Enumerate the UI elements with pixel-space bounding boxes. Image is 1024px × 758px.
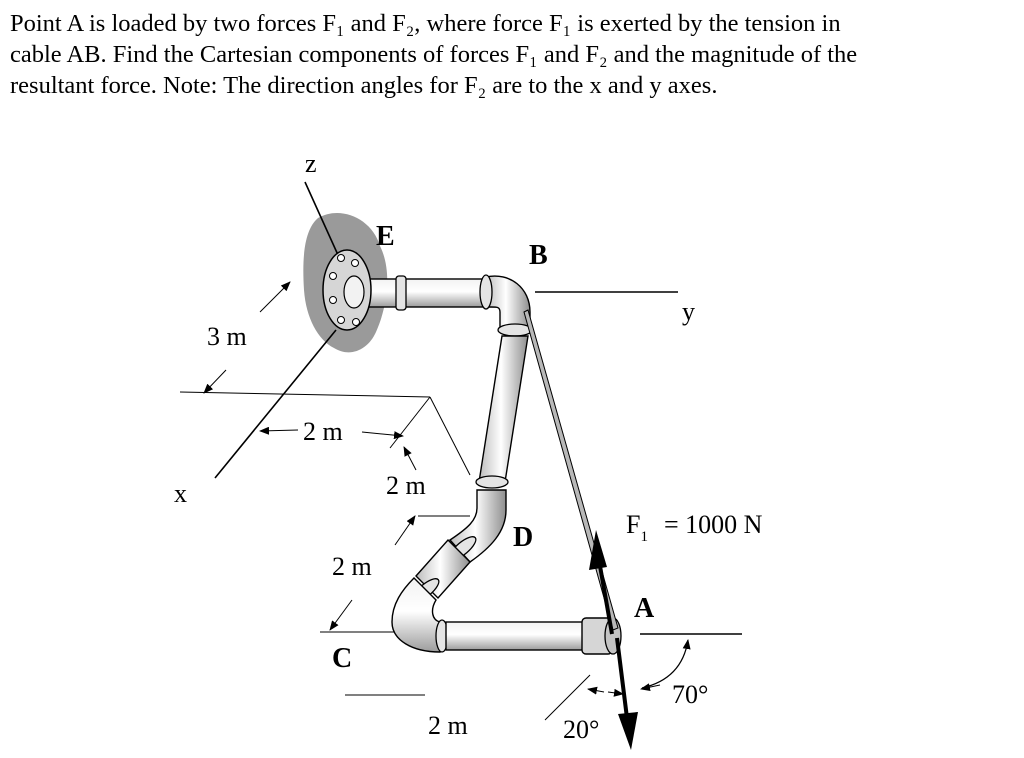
flange-bolt-1 [337,254,345,262]
dim-2m-bottom-line [544,674,591,721]
dim-3m-bottom [203,369,227,394]
point-a-label: A [634,593,655,624]
angle-70-tail [640,683,661,692]
force-f1-value: = 1000 N [664,510,763,539]
ref-line-2 [389,396,431,449]
point-b-label: B [529,240,548,271]
dim-2m-c-arrow [329,599,353,631]
problem-line-1: Point A is loaded by two forces F₁ and F… [10,10,841,37]
pipe-coupling-eb [395,275,407,311]
elbow-b [485,275,531,331]
force-f2-shaft [615,637,629,719]
dim-2m-c-label: 2 m [332,552,372,581]
force-f1-symbol: F1 [626,510,648,545]
axis-z-label: z [305,149,317,178]
flange-bolt-5 [337,316,345,324]
dim-2m-x-left [259,426,299,435]
ref-line-3 [429,396,471,476]
pipe-coupling-bd [475,475,509,489]
elbow-c [391,577,441,653]
z-axis-line [304,181,339,256]
pipe-segment-ca [445,621,587,651]
flange-bolt-3 [329,272,337,280]
flange-bolt-6 [352,318,360,326]
force-f2-head [618,712,638,750]
problem-line-3: resultant force. Note: The direction ang… [10,72,718,99]
dim-2m-z-label: 2 m [386,471,426,500]
force-f1-shaft [598,565,614,635]
pipe-segment-bd [478,335,529,483]
dim-2m-z-bottom [394,515,416,546]
flange-bolt-4 [329,296,337,304]
angle-20-label: 20° [563,715,599,744]
axis-y-label: y [682,297,695,326]
dim-3m-label: 3 m [207,322,247,351]
point-e-label: E [376,221,395,252]
dim-20-right [607,688,624,697]
problem-line-2: cable AB. Find the Cartesian components … [10,41,858,68]
dim-2m-z-top [403,446,417,471]
axis-x-label: x [174,479,187,508]
angle-70-label: 70° [672,680,708,709]
force-f1-letter: F [626,510,640,539]
elbow-b-ring-2 [497,323,533,337]
point-d-label: D [513,522,533,553]
dim-3m-top [259,281,291,313]
point-c-label: C [332,643,352,674]
elbow-b-ring [479,274,493,310]
force-f1-subscript: 1 [640,529,648,545]
flange-bolt-2 [351,259,359,267]
dim-2m-bottom-label: 2 m [428,711,468,740]
x-axis-line [214,329,337,479]
dim-2m-x-label: 2 m [303,417,343,446]
force-f1-head [589,530,607,570]
dim-2m-x-right [361,431,404,440]
flange-hub [343,275,365,309]
dim-20-left [587,686,605,695]
problem-statement: Point A is loaded by two forces F₁ and F… [10,8,1014,101]
ref-line-1 [179,391,431,398]
